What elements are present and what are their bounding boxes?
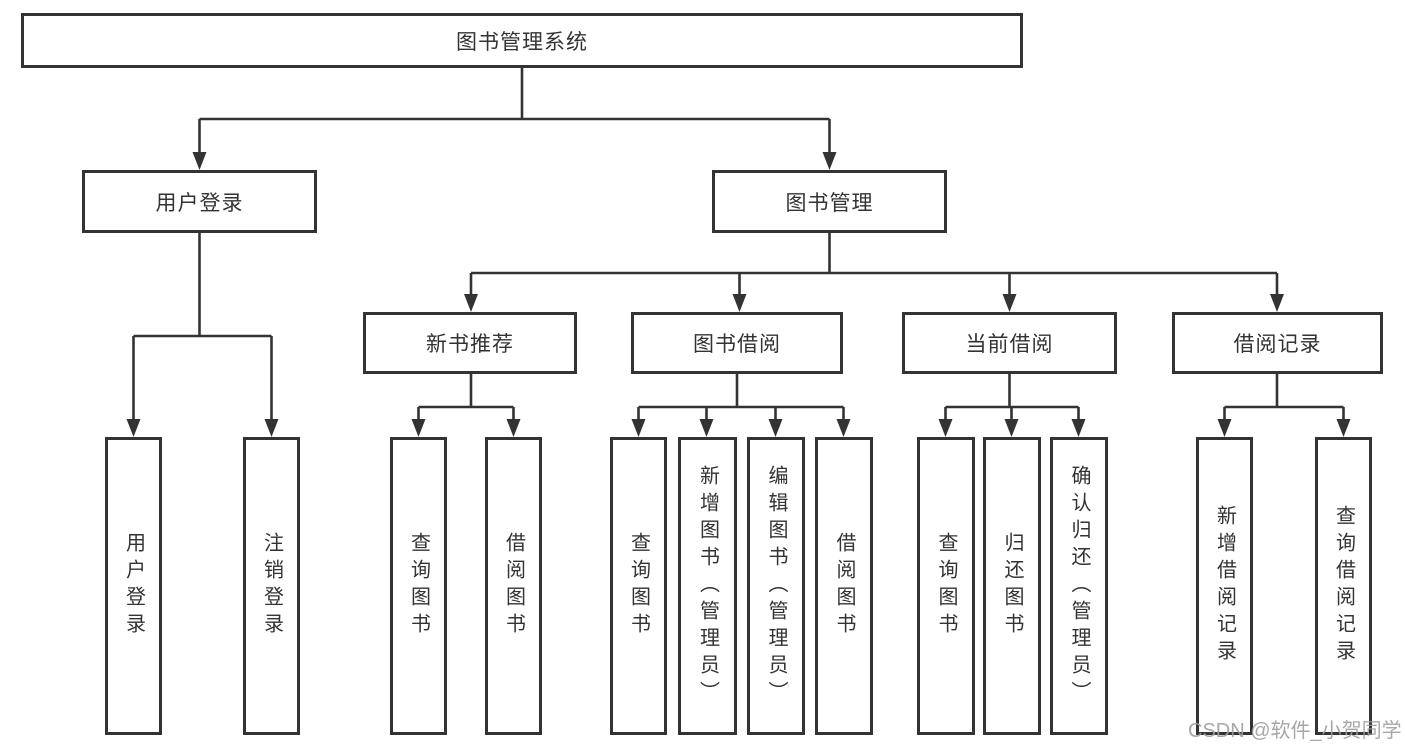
node-user-login-label: 用户登录 [155,191,244,215]
arrowhead [126,419,141,437]
arrowhead [938,419,953,437]
arrowhead [822,152,837,170]
node-root: 图书管理系统 [21,13,1023,68]
arrowhead [1217,419,1232,437]
arrowhead [1002,294,1017,312]
node-new-book-recommend-label: 新书推荐 [426,333,514,356]
arrowhead [768,419,783,437]
node-current-borrow-label: 当前借阅 [965,333,1054,356]
leaf-query-borrow-record-label: 查询借阅记录 [1332,505,1355,667]
node-new-book-recommend: 新书推荐 [363,312,577,374]
node-current-borrow: 当前借阅 [902,312,1117,374]
arrowhead [192,152,207,170]
leaf-query-books-1-label: 查询图书 [407,532,430,640]
leaf-add-book-admin-label: 新增图书（管理员） [696,464,719,708]
leaf-query-books-2: 查询图书 [610,437,667,735]
leaf-edit-book-admin: 编辑图书（管理员） [747,437,805,735]
leaf-borrow-books-1: 借阅图书 [485,437,542,735]
node-book-borrow: 图书借阅 [631,312,843,374]
leaf-borrow-books-2-label: 借阅图书 [833,532,855,640]
leaf-query-books-2-label: 查询图书 [627,532,650,640]
leaf-add-borrow-record: 新增借阅记录 [1196,437,1253,735]
arrowhead [699,419,714,437]
arrowhead [506,419,521,437]
leaf-add-book-admin: 新增图书（管理员） [678,437,737,735]
leaf-query-books-3: 查询图书 [917,437,975,735]
leaf-query-books-1: 查询图书 [390,437,447,735]
leaf-logout: 注销登录 [243,437,300,735]
watermark: CSDN @软件_小贺同学 [1188,720,1402,742]
node-borrow-records-label: 借阅记录 [1233,333,1322,356]
leaf-confirm-return-admin-label: 确认归还（管理员） [1068,464,1090,708]
arrowhead [836,419,851,437]
leaf-query-borrow-record: 查询借阅记录 [1315,437,1372,735]
node-book-management-label: 图书管理 [785,191,874,215]
arrowhead [464,294,478,312]
leaf-query-books-3-label: 查询图书 [935,532,957,640]
leaf-user-login: 用户登录 [105,437,162,735]
arrowhead [1336,419,1351,437]
node-user-login: 用户登录 [82,170,317,233]
leaf-add-borrow-record-label: 新增借阅记录 [1213,505,1236,667]
leaf-edit-book-admin-label: 编辑图书（管理员） [765,464,787,708]
leaf-borrow-books-2: 借阅图书 [815,437,873,735]
arrowhead [1071,419,1086,437]
arrowhead [411,419,426,437]
arrowhead [732,294,747,312]
arrowhead [1004,419,1019,437]
leaf-logout-label: 注销登录 [260,532,283,640]
node-borrow-records: 借阅记录 [1172,312,1383,374]
leaf-borrow-books-1-label: 借阅图书 [502,532,525,640]
leaf-user-login-label: 用户登录 [122,532,145,640]
node-book-management: 图书管理 [712,170,947,233]
leaf-return-book: 归还图书 [983,437,1041,735]
arrowhead [631,419,646,437]
node-root-label: 图书管理系统 [456,30,588,54]
node-book-borrow-label: 图书借阅 [693,333,781,356]
arrowhead [1270,294,1284,312]
leaf-confirm-return-admin: 确认归还（管理员） [1050,437,1108,735]
arrowhead [264,419,279,437]
leaf-return-book-label: 归还图书 [1001,532,1023,640]
